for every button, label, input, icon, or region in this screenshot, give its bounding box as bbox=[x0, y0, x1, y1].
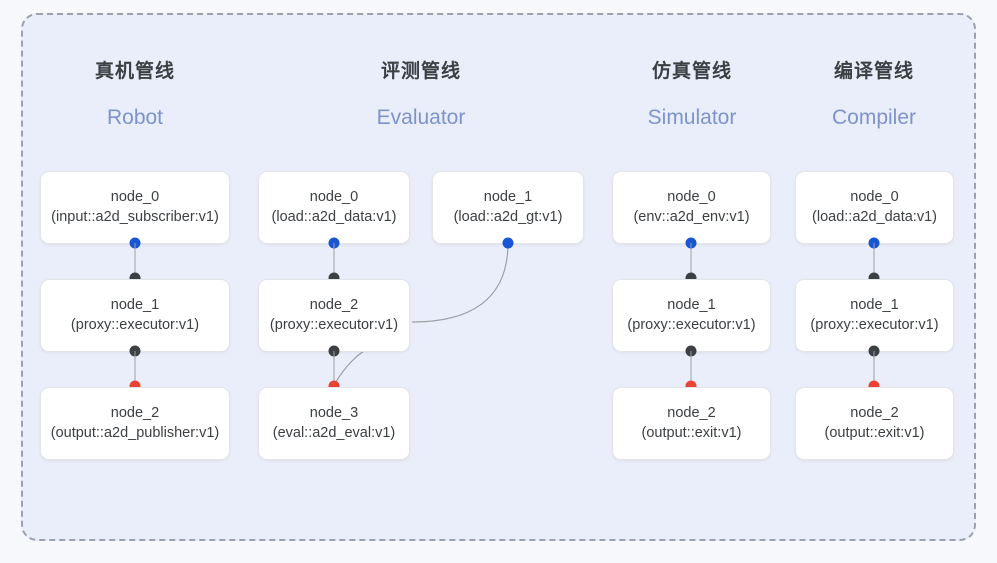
node-name: node_1 bbox=[850, 296, 899, 313]
node-name: node_3 bbox=[309, 404, 359, 421]
node-spec: (load::a2d_data:v1) bbox=[812, 208, 937, 225]
node-spec: (load::a2d_gt:v1) bbox=[453, 208, 563, 225]
node-compiler-0[interactable]: node_0 (load::a2d_data:v1) bbox=[795, 171, 954, 244]
connector-simulator-0-to-1 bbox=[690, 243, 692, 278]
port-output-evaluator-1[interactable] bbox=[502, 237, 514, 249]
node-name: node_1 bbox=[483, 188, 533, 205]
node-spec: (load::a2d_data:v1) bbox=[271, 208, 397, 225]
connector-compiler-0-to-1 bbox=[873, 243, 875, 278]
connector-compiler-1-to-2 bbox=[873, 351, 875, 386]
node-compiler-1[interactable]: node_1 (proxy::executor:v1) bbox=[795, 279, 954, 352]
port-input-robot-1[interactable] bbox=[129, 272, 141, 284]
port-input-compiler-2[interactable] bbox=[868, 380, 880, 392]
node-spec: (proxy::executor:v1) bbox=[627, 316, 756, 333]
node-spec: (env::a2d_env:v1) bbox=[633, 208, 750, 225]
node-simulator-0[interactable]: node_0 (env::a2d_env:v1) bbox=[612, 171, 771, 244]
port-input-evaluator-2[interactable] bbox=[328, 272, 340, 284]
port-input-compiler-1[interactable] bbox=[868, 272, 880, 284]
node-robot-0[interactable]: node_0 (input::a2d_subscriber:v1) bbox=[40, 171, 230, 244]
connector-evaluator-0-to-2 bbox=[333, 243, 335, 278]
node-simulator-1[interactable]: node_1 (proxy::executor:v1) bbox=[612, 279, 771, 352]
dashed-container bbox=[21, 13, 976, 541]
node-name: node_2 bbox=[850, 404, 899, 421]
node-spec: (proxy::executor:v1) bbox=[810, 316, 939, 333]
node-simulator-2[interactable]: node_2 (output::exit:v1) bbox=[612, 387, 771, 460]
node-spec: (output::exit:v1) bbox=[824, 424, 925, 441]
node-name: node_1 bbox=[667, 296, 716, 313]
port-input-robot-2[interactable] bbox=[129, 380, 141, 392]
node-spec: (eval::a2d_eval:v1) bbox=[272, 424, 396, 441]
node-name: node_0 bbox=[309, 188, 359, 205]
node-evaluator-2[interactable]: node_2 (proxy::executor:v1) bbox=[258, 279, 410, 352]
node-spec: (proxy::executor:v1) bbox=[269, 316, 399, 333]
node-name: node_0 bbox=[667, 188, 716, 205]
connector-evaluator-2-to-3 bbox=[333, 351, 335, 386]
node-name: node_0 bbox=[850, 188, 899, 205]
node-spec: (proxy::executor:v1) bbox=[70, 316, 200, 333]
port-input-evaluator-3[interactable] bbox=[328, 380, 340, 392]
connector-robot-1-to-2 bbox=[134, 351, 136, 386]
node-robot-1[interactable]: node_1 (proxy::executor:v1) bbox=[40, 279, 230, 352]
port-input-simulator-1[interactable] bbox=[685, 272, 697, 284]
node-robot-2[interactable]: node_2 (output::a2d_publisher:v1) bbox=[40, 387, 230, 460]
node-name: node_1 bbox=[110, 296, 160, 313]
node-name: node_2 bbox=[110, 404, 160, 421]
port-input-simulator-2[interactable] bbox=[685, 380, 697, 392]
node-spec: (output::exit:v1) bbox=[641, 424, 742, 441]
connector-simulator-1-to-2 bbox=[690, 351, 692, 386]
node-compiler-2[interactable]: node_2 (output::exit:v1) bbox=[795, 387, 954, 460]
node-evaluator-1[interactable]: node_1 (load::a2d_gt:v1) bbox=[432, 171, 584, 244]
node-evaluator-0[interactable]: node_0 (load::a2d_data:v1) bbox=[258, 171, 410, 244]
connector-robot-0-to-1 bbox=[134, 243, 136, 278]
node-name: node_2 bbox=[667, 404, 716, 421]
node-evaluator-3[interactable]: node_3 (eval::a2d_eval:v1) bbox=[258, 387, 410, 460]
node-spec: (input::a2d_subscriber:v1) bbox=[51, 208, 219, 225]
node-name: node_2 bbox=[309, 296, 359, 313]
node-name: node_0 bbox=[110, 188, 160, 205]
node-spec: (output::a2d_publisher:v1) bbox=[50, 424, 220, 441]
